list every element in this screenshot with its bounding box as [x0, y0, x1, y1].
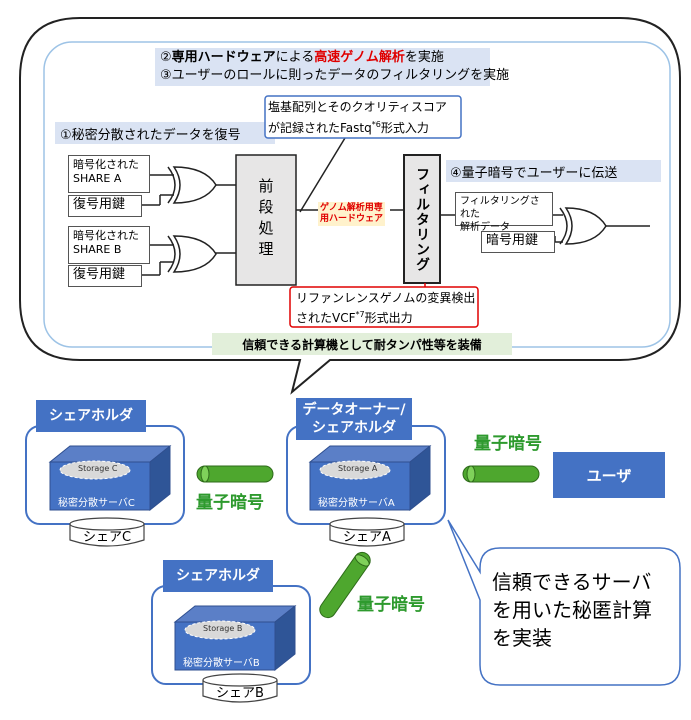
server-b-label: 秘密分散サーバB: [183, 658, 260, 669]
enc-b-line1: 暗号化された: [73, 229, 139, 242]
step4-text: ④量子暗号でユーザーに伝送: [450, 166, 618, 181]
genome-hw-line2: 用ハードウェア: [320, 214, 384, 224]
share-a-disk: [329, 517, 405, 547]
step3-line: ③ユーザーのロールに則ったデータのフィルタリングを実施: [160, 68, 510, 83]
share-c-label: シェアC: [82, 530, 132, 545]
storage-a-label: Storage A: [338, 464, 378, 473]
fastq-text-1: 塩基配列とそのクオリティスコア: [268, 100, 447, 114]
server-b-block: [173, 604, 297, 672]
callout-line2: を用いた秘匿計算: [492, 598, 652, 622]
vcf-text-2: されたVCF*7形式出力: [296, 307, 413, 326]
owner-a-header-1: データオーナー/: [302, 402, 406, 418]
preprocess-label: 前段処理: [256, 178, 275, 262]
quantum-link-c-a: [196, 465, 274, 483]
xor-gate-output: [559, 207, 607, 245]
decrypt-key-a: 復号用鍵: [68, 195, 142, 217]
encrypt-key-out: 暗号用鍵: [481, 231, 555, 253]
vcf-box: [289, 286, 479, 328]
xor-gate-a: [167, 166, 217, 204]
filtering-label: フィルタリング: [414, 166, 430, 272]
vcf-text-2a: されたVCF: [296, 311, 356, 325]
callout-text: 信頼できるサーバ を用いた秘匿計算 を実装: [492, 568, 652, 652]
user-label: ユーザ: [586, 466, 632, 485]
enc-b-line2: SHARE B: [73, 243, 122, 256]
encrypted-share-b: 暗号化された SHARE B: [68, 226, 150, 264]
owner-a-header: データオーナー/ シェアホルダ: [296, 398, 412, 440]
trust-banner-bg: [212, 333, 512, 355]
fastq-sup: *6: [371, 120, 381, 129]
holder-c-header: シェアホルダ: [36, 400, 146, 432]
share-a-label: シェアA: [343, 530, 391, 545]
step2-suffix: を実施: [404, 50, 444, 65]
holder-b-header: シェアホルダ: [163, 560, 273, 592]
vcf-text-2b: 形式出力: [364, 311, 413, 325]
decrypt-key-b: 復号用鍵: [68, 265, 142, 287]
enc-a-line2: SHARE A: [73, 172, 122, 185]
storage-b-label: Storage B: [203, 624, 243, 633]
share-c-disk: [69, 517, 145, 547]
preprocess-label-wrap: 前段処理: [236, 155, 296, 285]
user-box: [553, 452, 665, 498]
enc-a-line1: 暗号化された: [73, 158, 139, 171]
fastq-text-2a: が記録されたFastq: [268, 121, 372, 135]
xor-gate-b: [167, 235, 217, 273]
step2-mid: による: [275, 50, 315, 65]
share-b-label: シェアB: [216, 686, 264, 701]
genome-hw-line1: ゲノム解析用専: [320, 203, 383, 213]
filtering-box: [403, 154, 441, 284]
callout-line3: を実装: [492, 626, 552, 650]
genome-hw-label: ゲノム解析用専 用ハードウェア: [318, 202, 386, 226]
owner-a-header-2: シェアホルダ: [312, 420, 396, 436]
share-b-disk: [202, 673, 278, 703]
server-c-block: [48, 444, 172, 512]
step2-bold: 専用ハードウェア: [171, 50, 276, 65]
step4-bg: [446, 160, 661, 182]
fastq-box: [264, 95, 462, 139]
quantum-link-a-user: [462, 465, 540, 483]
step1-text: ①秘密分散されたデータを復号: [60, 128, 241, 143]
quantum-label-c-a: 量子暗号: [196, 493, 264, 513]
encrypted-share-a: 暗号化された SHARE A: [68, 155, 150, 193]
preprocess-box: [235, 154, 297, 286]
step2-line: ②専用ハードウェアによる高速ゲノム解析を実施: [160, 50, 444, 66]
callout-bubble: [447, 519, 681, 686]
step1-bg: [55, 122, 275, 144]
filtered-line2: 解析データ: [460, 222, 510, 233]
step2-red: 高速ゲノム解析: [314, 50, 405, 65]
step2-prefix: ②: [160, 50, 172, 65]
server-a-label: 秘密分散サーバA: [318, 498, 395, 509]
steps-23-bg: [155, 48, 490, 86]
vcf-text-1: リファンレンスゲノムの変異検出: [296, 291, 476, 305]
quantum-label-a-user: 量子暗号: [474, 434, 542, 454]
filtered-line1: フィルタリングされた: [460, 196, 540, 220]
fastq-text-2: が記録されたFastq*6形式入力: [268, 117, 429, 136]
server-c-label: 秘密分散サーバC: [58, 498, 135, 509]
server-a-block: [308, 444, 432, 512]
trust-banner: 信頼できる計算機として耐タンパ性等を装備: [242, 338, 482, 352]
vcf-sup: *7: [355, 310, 365, 319]
quantum-label-a-b: 量子暗号: [357, 595, 425, 615]
storage-c-label: Storage C: [78, 464, 118, 473]
quantum-link-a-b: [319, 551, 371, 619]
fastq-text-2b: 形式入力: [380, 121, 429, 135]
filtered-data-box: フィルタリングされた 解析データ: [455, 192, 553, 233]
filtering-label-wrap: フィルタリング: [404, 155, 440, 283]
callout-line1: 信頼できるサーバ: [492, 570, 652, 594]
